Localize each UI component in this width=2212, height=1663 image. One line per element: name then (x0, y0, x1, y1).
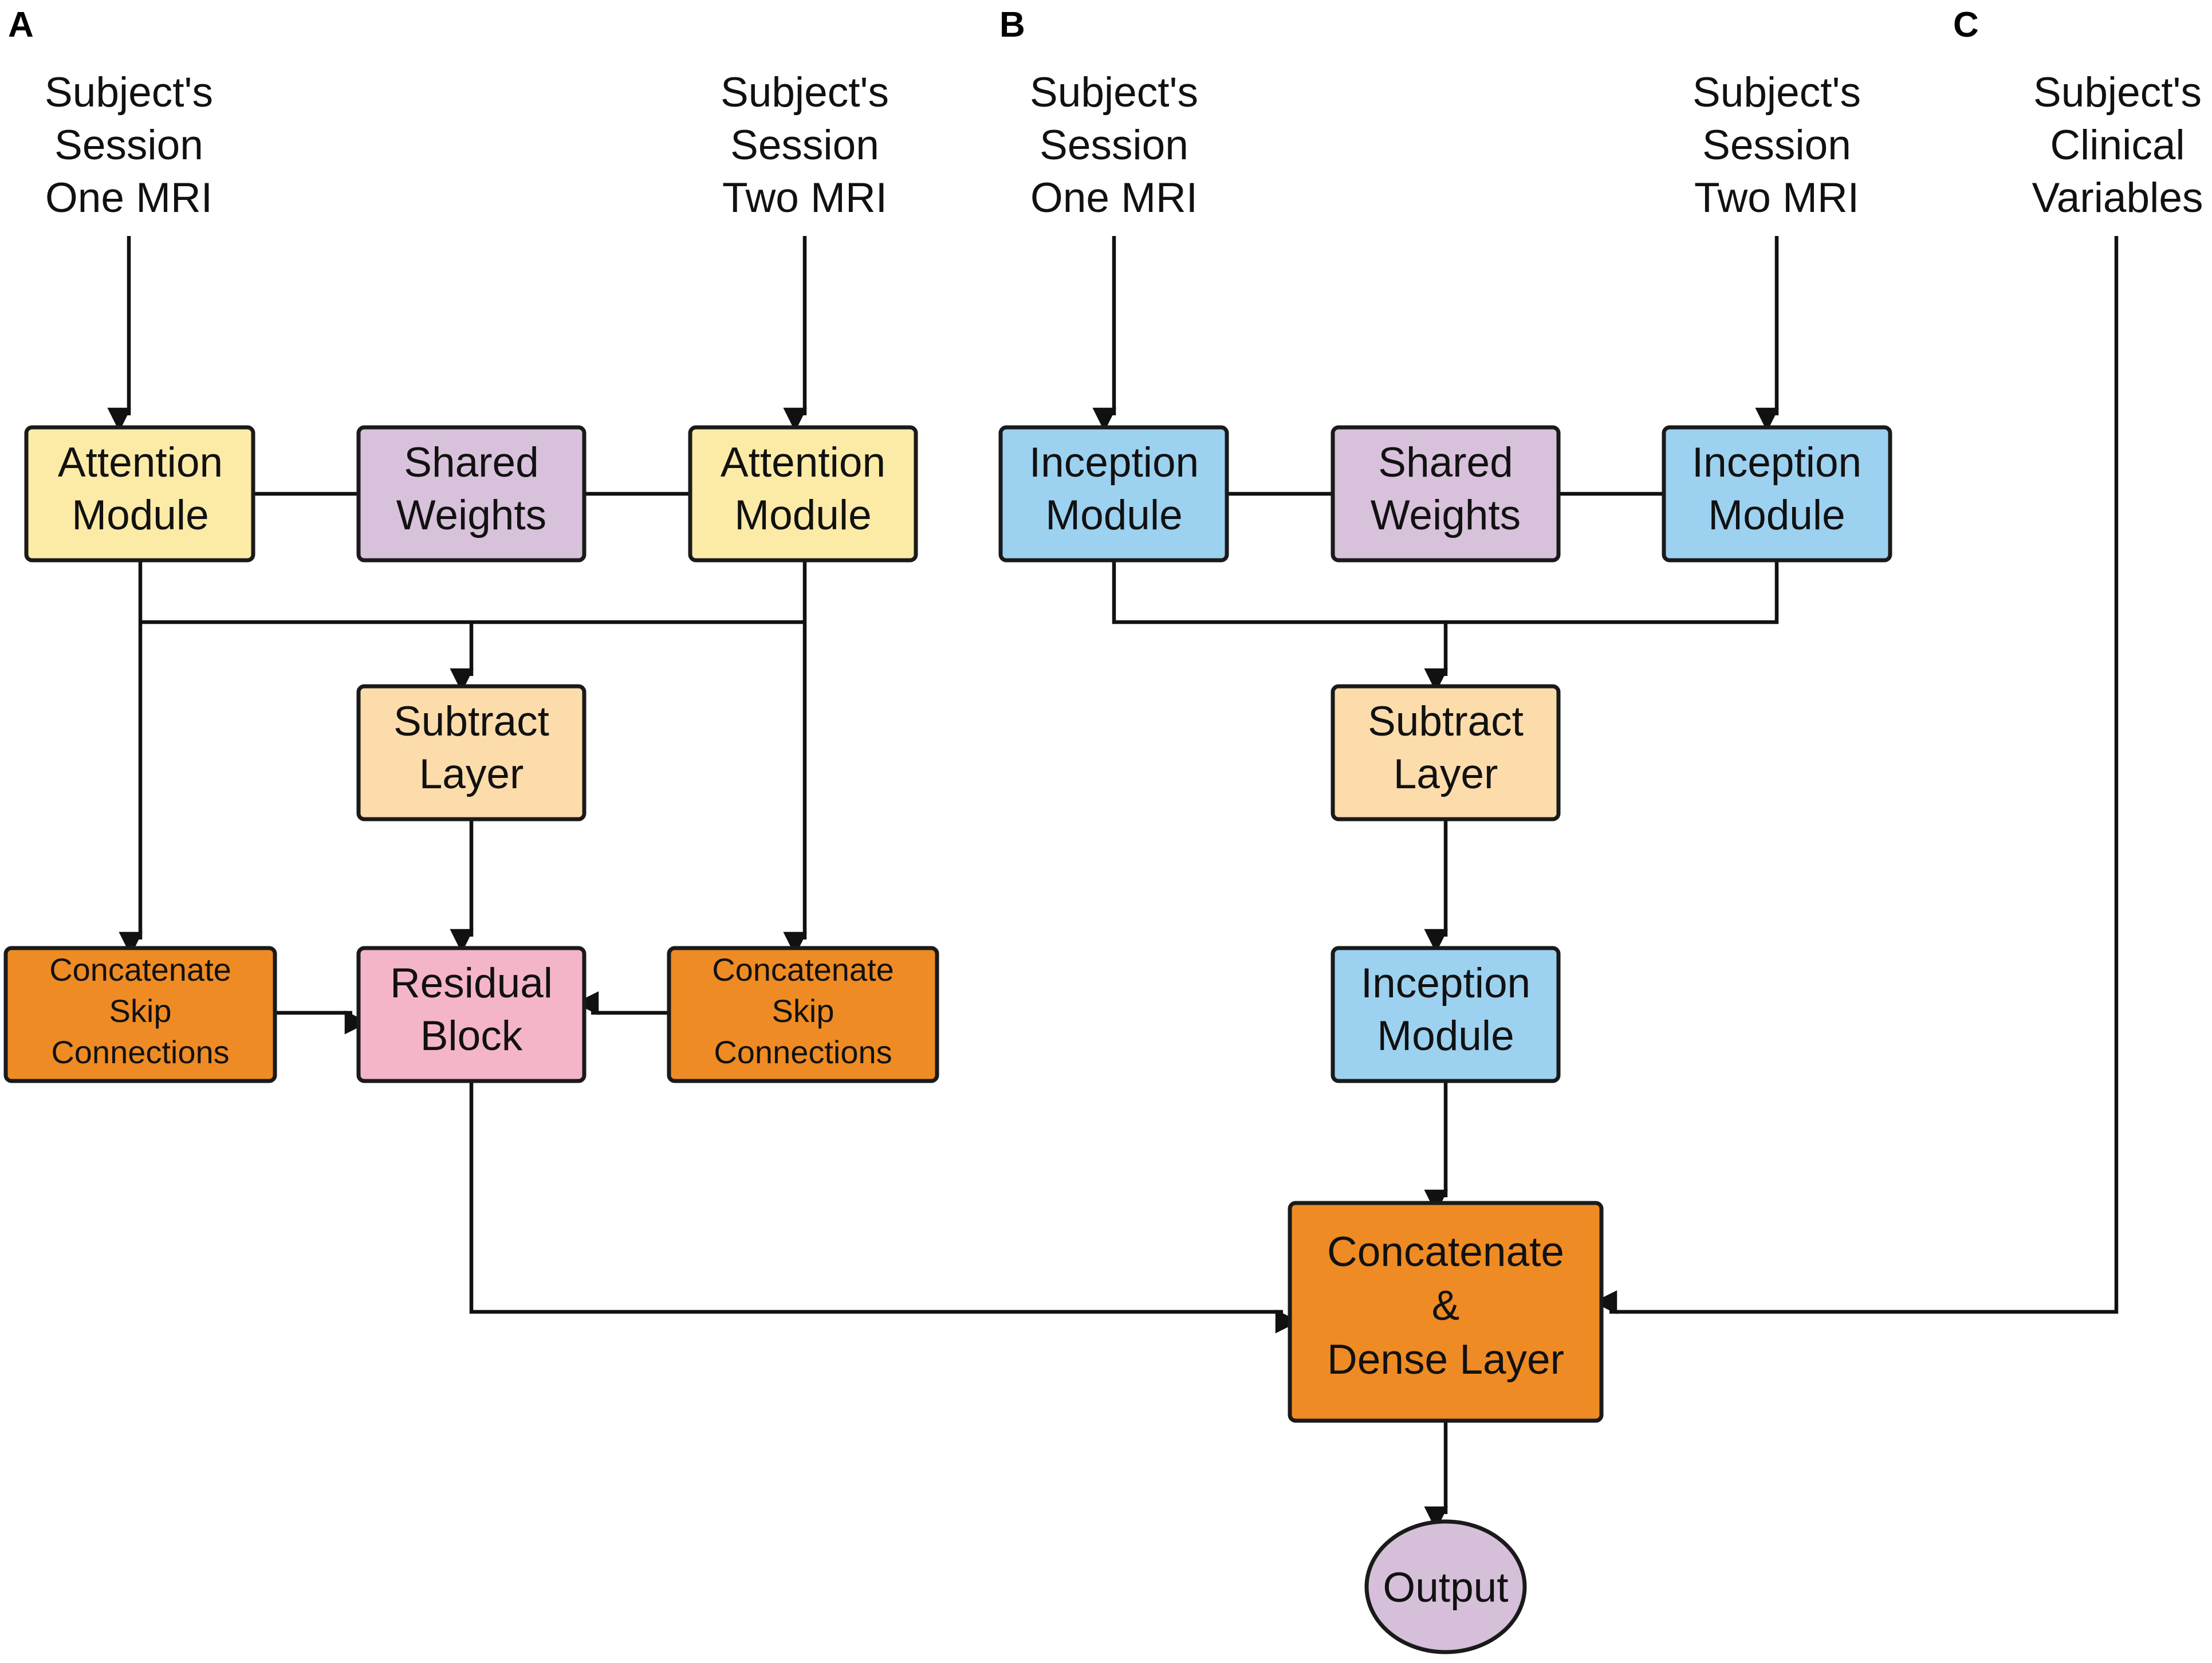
input-line: Subject's (1693, 69, 1861, 116)
node-a-attention-right: Attention Module (688, 425, 918, 563)
node-a-attention-left: Attention Module (24, 425, 255, 563)
node-label: Weights (1371, 492, 1521, 538)
node-a-shared-weights: Shared Weights (356, 425, 587, 563)
node-label: Concatenate (1327, 1229, 1564, 1275)
input-line: Session (1040, 122, 1188, 168)
node-box (356, 946, 587, 1083)
input-line: Two MRI (722, 175, 887, 221)
node-box (24, 425, 255, 563)
input-line: Session (54, 122, 203, 168)
input-line: One MRI (1030, 175, 1198, 221)
input-line: Clinical (2050, 122, 2185, 168)
node-box (356, 684, 587, 821)
input-b-session-one: Subject's Session One MRI (1030, 69, 1198, 221)
input-line: Session (730, 122, 879, 168)
input-line: Two MRI (1694, 175, 1859, 221)
node-label: Inception (1361, 960, 1530, 1007)
node-label: Shared (404, 439, 538, 486)
node-label: Subtract (1368, 698, 1524, 745)
node-label: Module (1708, 492, 1845, 538)
node-a-concat-skip-left: Concatenate Skip Connections (3, 946, 277, 1083)
node-label: Module (72, 492, 208, 538)
node-output: Output (1364, 1519, 1527, 1654)
node-box (1331, 946, 1561, 1083)
node-box (3, 946, 277, 1083)
panel-label-c: C (1953, 5, 1979, 45)
panel-label-a: A (8, 5, 34, 45)
node-box (1288, 1201, 1604, 1423)
node-label: Module (1045, 492, 1182, 538)
input-a-session-one: Subject's Session One MRI (45, 69, 213, 221)
edge-b-merge-bar (1112, 560, 1779, 624)
input-c-clinical: Subject's Clinical Variables (2032, 69, 2203, 221)
node-label: Dense Layer (1327, 1336, 1564, 1383)
node-label: Skip (772, 993, 835, 1029)
node-b-shared-weights: Shared Weights (1331, 425, 1561, 563)
node-label: Output (1383, 1564, 1508, 1611)
node-label: Shared (1378, 439, 1513, 486)
node-label: Module (1377, 1013, 1514, 1059)
edge-a-residual-to-concat-dense (469, 1083, 1300, 1334)
input-line: Subject's (45, 69, 213, 116)
panel-label-b: B (999, 5, 1025, 45)
node-label: Weights (396, 492, 546, 538)
node-box (356, 425, 587, 563)
node-b-inception-left: Inception Module (998, 425, 1229, 563)
node-a-concat-skip-right: Concatenate Skip Connections (667, 946, 939, 1083)
node-box (998, 425, 1229, 563)
node-label: Connections (51, 1034, 229, 1070)
node-label: Residual (390, 960, 553, 1007)
node-ellipse (1364, 1519, 1527, 1654)
input-line: Subject's (1030, 69, 1198, 116)
node-label: Skip (109, 993, 172, 1029)
node-label: Inception (1692, 439, 1861, 486)
node-label: Layer (419, 751, 524, 797)
node-label: Concatenate (49, 952, 231, 988)
node-label: Concatenate (712, 952, 894, 988)
node-label: & (1432, 1283, 1460, 1329)
node-box (667, 946, 939, 1083)
node-box (1331, 684, 1561, 821)
input-line: Session (1702, 122, 1851, 168)
input-a-session-two: Subject's Session Two MRI (721, 69, 889, 221)
node-a-subtract: Subtract Layer (356, 684, 587, 821)
node-label: Inception (1029, 439, 1199, 486)
node-label: Module (734, 492, 871, 538)
node-a-residual: Residual Block (356, 946, 587, 1083)
node-label: Connections (714, 1034, 892, 1070)
node-b-inception-right: Inception Module (1662, 425, 1892, 563)
node-b-subtract: Subtract Layer (1331, 684, 1561, 821)
node-label: Attention (721, 439, 885, 486)
input-line: Variables (2032, 175, 2203, 221)
edge-c-clinical-to-concat-dense (1593, 236, 2119, 1314)
input-line: Subject's (721, 69, 889, 116)
node-label: Layer (1394, 751, 1498, 797)
node-box (1331, 425, 1561, 563)
node-label: Subtract (393, 698, 549, 745)
node-b-inception-mid: Inception Module (1331, 946, 1561, 1083)
node-label: Attention (58, 439, 223, 486)
input-b-session-two: Subject's Session Two MRI (1693, 69, 1861, 221)
input-line: One MRI (45, 175, 212, 221)
node-box (1662, 425, 1892, 563)
input-line: Subject's (2033, 69, 2202, 116)
node-box (688, 425, 918, 563)
node-label: Block (420, 1013, 523, 1059)
node-concat-dense: Concatenate & Dense Layer (1288, 1201, 1604, 1423)
connectors (107, 236, 2119, 1531)
